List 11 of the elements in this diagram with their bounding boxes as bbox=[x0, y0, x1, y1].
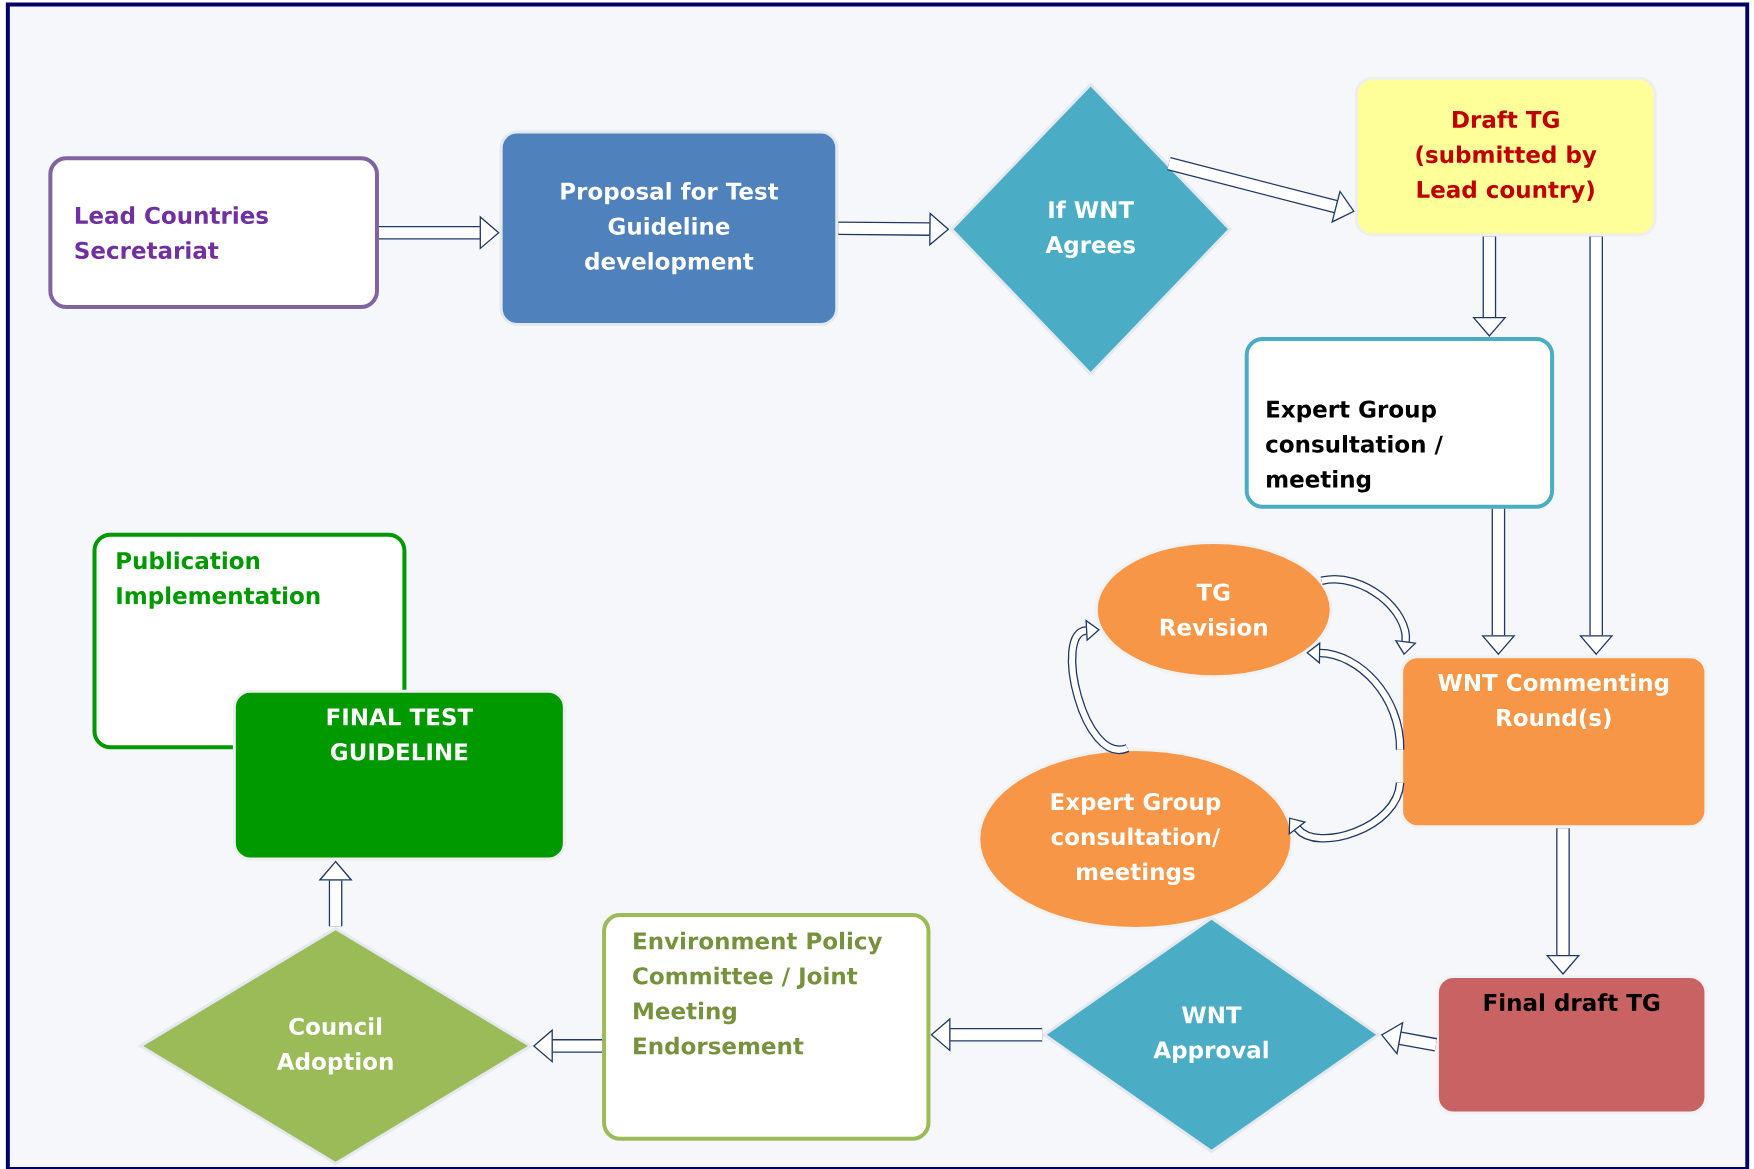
process-box: Proposal for Test Guideline development bbox=[499, 130, 839, 326]
block-arrow bbox=[1288, 782, 1405, 843]
process-box: Expert Group consultation / meeting bbox=[1244, 336, 1555, 509]
process-box: Environment Policy Committee / Joint Meeting Endorsement bbox=[602, 913, 931, 1141]
process-box: Final draft TG bbox=[1435, 975, 1708, 1115]
process-box: WNT Commenting Round(s) bbox=[1400, 655, 1708, 829]
process-box: FINAL TEST GUIDELINE bbox=[232, 689, 566, 861]
block-arrow bbox=[378, 215, 500, 250]
block-arrow bbox=[1068, 619, 1129, 754]
process-box: Lead Countries Secretariat bbox=[48, 156, 379, 310]
process-box: Draft TG (submitted by Lead country) bbox=[1354, 76, 1657, 237]
